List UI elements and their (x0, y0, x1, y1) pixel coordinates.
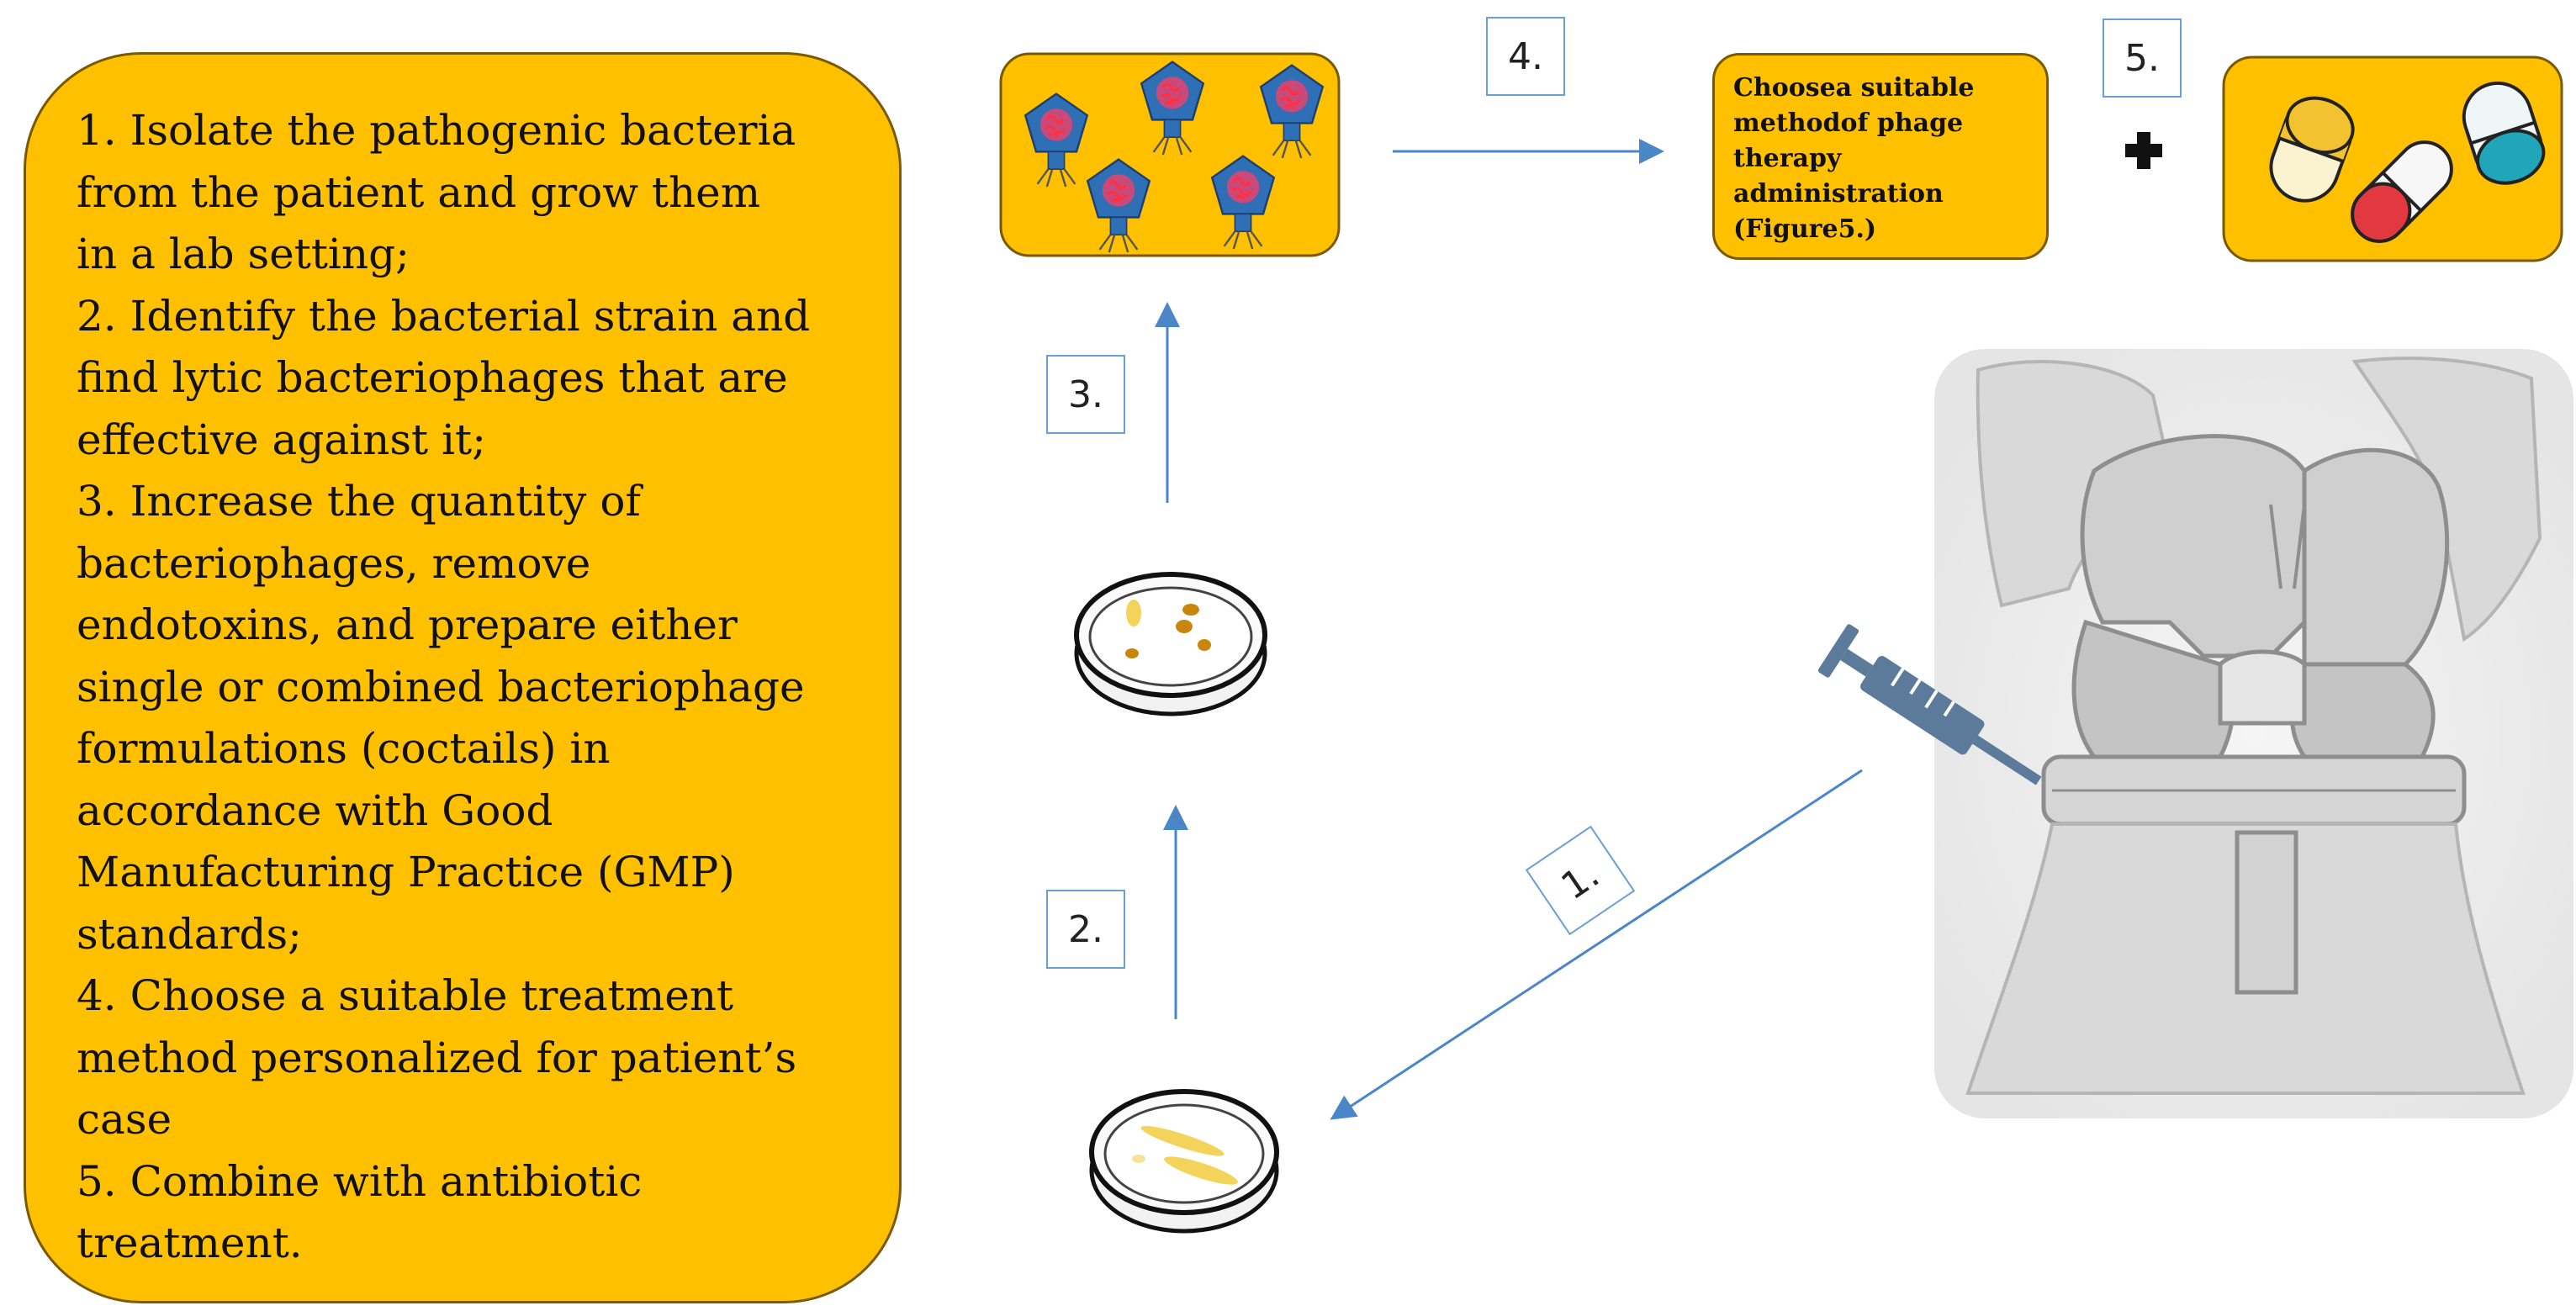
step-text-line: find lytic bacteriophages that are (77, 353, 788, 402)
step-text-line: 3. Increase the quantity of (77, 477, 641, 526)
step-text-line: in a lab setting; (77, 230, 410, 278)
step-text-line: case (77, 1095, 172, 1144)
step-text-line: method personalized for patient’s (77, 1033, 797, 1082)
step-text-line: 1. Isolate the pathogenic bacteria (77, 106, 796, 155)
step-text-line: endotoxins, and prepare either (77, 600, 738, 649)
method-text-line: Choosea suitable (1733, 73, 1975, 103)
capsule-icon (2462, 81, 2546, 185)
step-text-line: 2. Identify the bacterial strain and (77, 291, 811, 341)
protocol-steps-box: 1. Isolate the pathogenic bacteria from t… (24, 52, 902, 1303)
method-text-line: methodof phage (1733, 108, 1964, 138)
step-5-label: 5. (2103, 19, 2182, 98)
step-4-label: 4. (1486, 17, 1565, 96)
step-2-label: 2. (1046, 890, 1125, 969)
step-text-line: standards; (77, 909, 302, 959)
step-text-line: formulations (coctails) in (77, 724, 611, 773)
syringe-icon (1817, 624, 2042, 785)
step-text-line: 5. Combine with antibiotic (77, 1156, 643, 1206)
step-text-line: effective against it; (77, 415, 486, 464)
method-text-line: (Figure5.) (1733, 214, 1877, 244)
arrow-step1 (1330, 769, 1863, 1120)
step-text-line: single or combined bacteriophage (77, 662, 805, 711)
step-text-line: accordance with Good (77, 785, 553, 835)
petri-dish-icon (1074, 572, 1267, 716)
step-3-label: 3. (1046, 355, 1125, 434)
step-text-line: 4. Choose a suitable treatment (77, 971, 734, 1020)
step-text-line: bacteriophages, remove (77, 538, 591, 588)
petri-dish-icon (1089, 1089, 1279, 1234)
plus-icon (2125, 132, 2162, 169)
capsule-icon (2351, 140, 2453, 243)
antibiotics-box (2222, 56, 2563, 262)
phage-box (999, 52, 1341, 257)
method-text-line: administration (1733, 179, 1944, 209)
step-text-line: Manufacturing Practice (GMP) (77, 848, 735, 896)
knee-implant-illustration (1934, 349, 2573, 1118)
method-text-line: therapy (1733, 144, 1842, 173)
administration-method-box: Choosea suitable methodof phage therapy adm… (1712, 53, 2049, 260)
capsule-icon (2269, 96, 2355, 203)
step-text-line: treatment. (77, 1218, 303, 1267)
step-text-line: from the patient and grow them (77, 167, 761, 217)
